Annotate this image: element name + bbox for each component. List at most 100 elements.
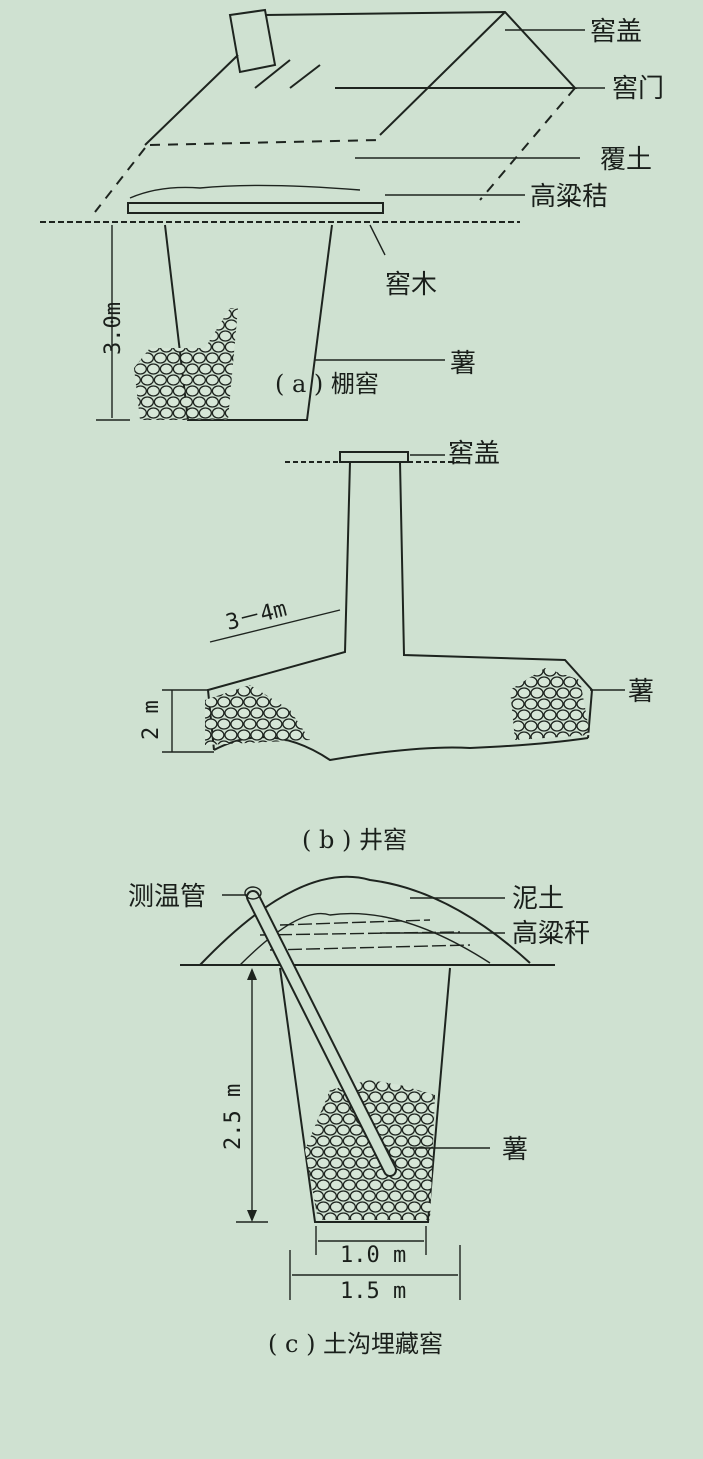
tuber (205, 740, 218, 745)
tuber (342, 1157, 357, 1169)
tuber (362, 1168, 377, 1180)
tuber (316, 1080, 331, 1081)
tuber (407, 1091, 422, 1103)
tuber (140, 418, 155, 420)
tuber (433, 1091, 435, 1103)
tuber (394, 1201, 409, 1213)
tuber (401, 1168, 416, 1180)
tuber (192, 330, 207, 342)
tuber (237, 685, 251, 697)
tuber (577, 743, 589, 753)
tuber (289, 707, 303, 719)
tuber (414, 1080, 429, 1092)
caption-a: ( a ) 棚窖 (275, 370, 379, 398)
tuber (153, 396, 168, 408)
tuber (243, 740, 257, 745)
tuber (550, 676, 564, 688)
tuber (420, 1113, 435, 1125)
tuber (395, 1224, 407, 1234)
tuber (185, 363, 200, 375)
tuber (543, 731, 557, 740)
tuber (305, 1201, 318, 1213)
tuber (237, 385, 238, 397)
bottom-width-label-c: 1.0 m (340, 1243, 406, 1268)
tuber (349, 1146, 364, 1158)
tuber (576, 698, 590, 710)
tuber (256, 740, 270, 745)
tuber (134, 407, 148, 419)
tuber (517, 731, 531, 740)
tuber (329, 1091, 344, 1103)
depth-label-c: 2.5 m (221, 1084, 246, 1150)
tuber (394, 1157, 409, 1169)
tuber (211, 319, 226, 331)
tuber (394, 1135, 409, 1147)
tuber (166, 374, 181, 386)
tuber (302, 707, 310, 719)
tuber (166, 396, 181, 408)
tuber (172, 407, 187, 419)
tuber (198, 341, 213, 353)
tuber (414, 1102, 429, 1114)
tuber (543, 687, 557, 699)
tuber (231, 330, 238, 342)
tuber (362, 1190, 377, 1202)
tuber (355, 1179, 370, 1191)
tuber (224, 407, 238, 419)
tuber (179, 330, 194, 342)
tuber (134, 330, 142, 342)
tuber (237, 308, 238, 309)
tuber (237, 407, 238, 419)
mud-mound-c (199, 875, 531, 966)
tuber (140, 308, 155, 320)
tuber (243, 718, 257, 730)
tuber (551, 743, 563, 753)
tuber (153, 352, 168, 364)
tuber (511, 698, 525, 710)
label-sorghum-c: 高粱秆 (512, 919, 590, 949)
tuber (388, 1102, 403, 1114)
tuber (224, 729, 238, 741)
height-label-b: 2 m (139, 700, 164, 740)
tuber (166, 352, 181, 364)
tuber (305, 1212, 312, 1220)
tuber (524, 698, 538, 710)
tuber (382, 1224, 394, 1234)
tuber (211, 385, 226, 397)
tuber (401, 1080, 416, 1092)
panel-a-shed-cellar: 窖盖 窖门 覆土 高粱秸 窖木 薯 3.0m ( a ) 棚窖 (40, 8, 664, 421)
tuber (355, 1157, 370, 1169)
tuber (362, 1080, 377, 1092)
tuber (530, 687, 544, 699)
tuber (230, 740, 244, 745)
tuber (368, 1179, 383, 1191)
tuber (224, 341, 238, 353)
tuber (510, 709, 518, 721)
tuber (289, 685, 303, 697)
tuber (305, 1190, 312, 1202)
tuber (569, 709, 583, 721)
tuber (381, 1179, 396, 1191)
tuber (323, 1168, 338, 1180)
tuber (211, 308, 226, 309)
tuber (356, 1224, 368, 1234)
tubers-a (134, 308, 238, 420)
tuber (524, 676, 538, 688)
tuber (369, 1224, 381, 1234)
tuber (198, 363, 213, 375)
tuber (524, 720, 538, 732)
tuber (375, 1190, 390, 1202)
tuber (336, 1102, 351, 1114)
tuber (140, 374, 155, 386)
tuber (250, 729, 264, 741)
tuber (414, 1190, 429, 1202)
tuber (323, 1190, 338, 1202)
tuber (308, 685, 310, 686)
tuber (420, 1157, 435, 1169)
tuber (563, 698, 577, 710)
tuber (368, 1201, 383, 1213)
tuber (401, 1146, 416, 1158)
tuber (276, 707, 290, 719)
